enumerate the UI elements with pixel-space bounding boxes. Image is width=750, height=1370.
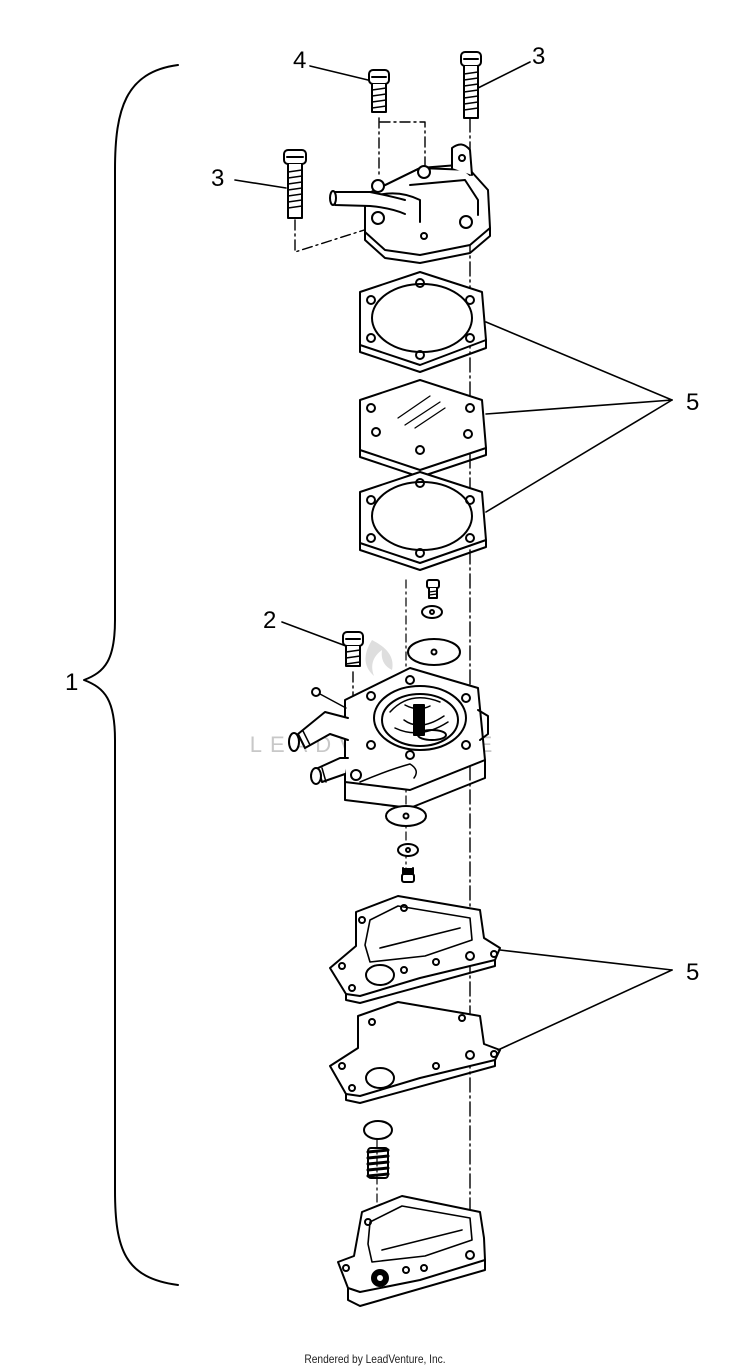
callout-1-assembly: 1 (65, 669, 78, 696)
callout-2-screw: 2 (263, 607, 276, 634)
callout-5-gaskets-upper: 5 (686, 389, 699, 416)
pump-base (337, 1195, 486, 1307)
diaphragm-upper (359, 379, 487, 478)
check-valve-upper (407, 579, 461, 666)
pump-body (288, 667, 489, 809)
check-valve-lower (385, 805, 427, 883)
gasket-upper-1 (359, 271, 487, 373)
callout-3-screw-left: 3 (211, 165, 224, 192)
assembly-brace (83, 64, 179, 1286)
footer-credit: Rendered by LeadVenture, Inc. (304, 1352, 446, 1366)
callout-3-screw-right: 3 (532, 43, 545, 70)
screw-4 (368, 69, 390, 113)
callout-5-gaskets-lower: 5 (686, 959, 699, 986)
gasket-upper-2 (359, 471, 487, 571)
screw-3-left (283, 149, 307, 219)
screw-3-right (460, 51, 482, 119)
screw-2 (342, 631, 364, 667)
plate-lower (329, 1001, 501, 1104)
valve-spring (363, 1120, 393, 1179)
callout-4-screw: 4 (293, 47, 306, 74)
gasket-lower-1 (329, 895, 501, 1004)
leader-lines (234, 61, 673, 1051)
pump-top-cover (329, 121, 491, 264)
